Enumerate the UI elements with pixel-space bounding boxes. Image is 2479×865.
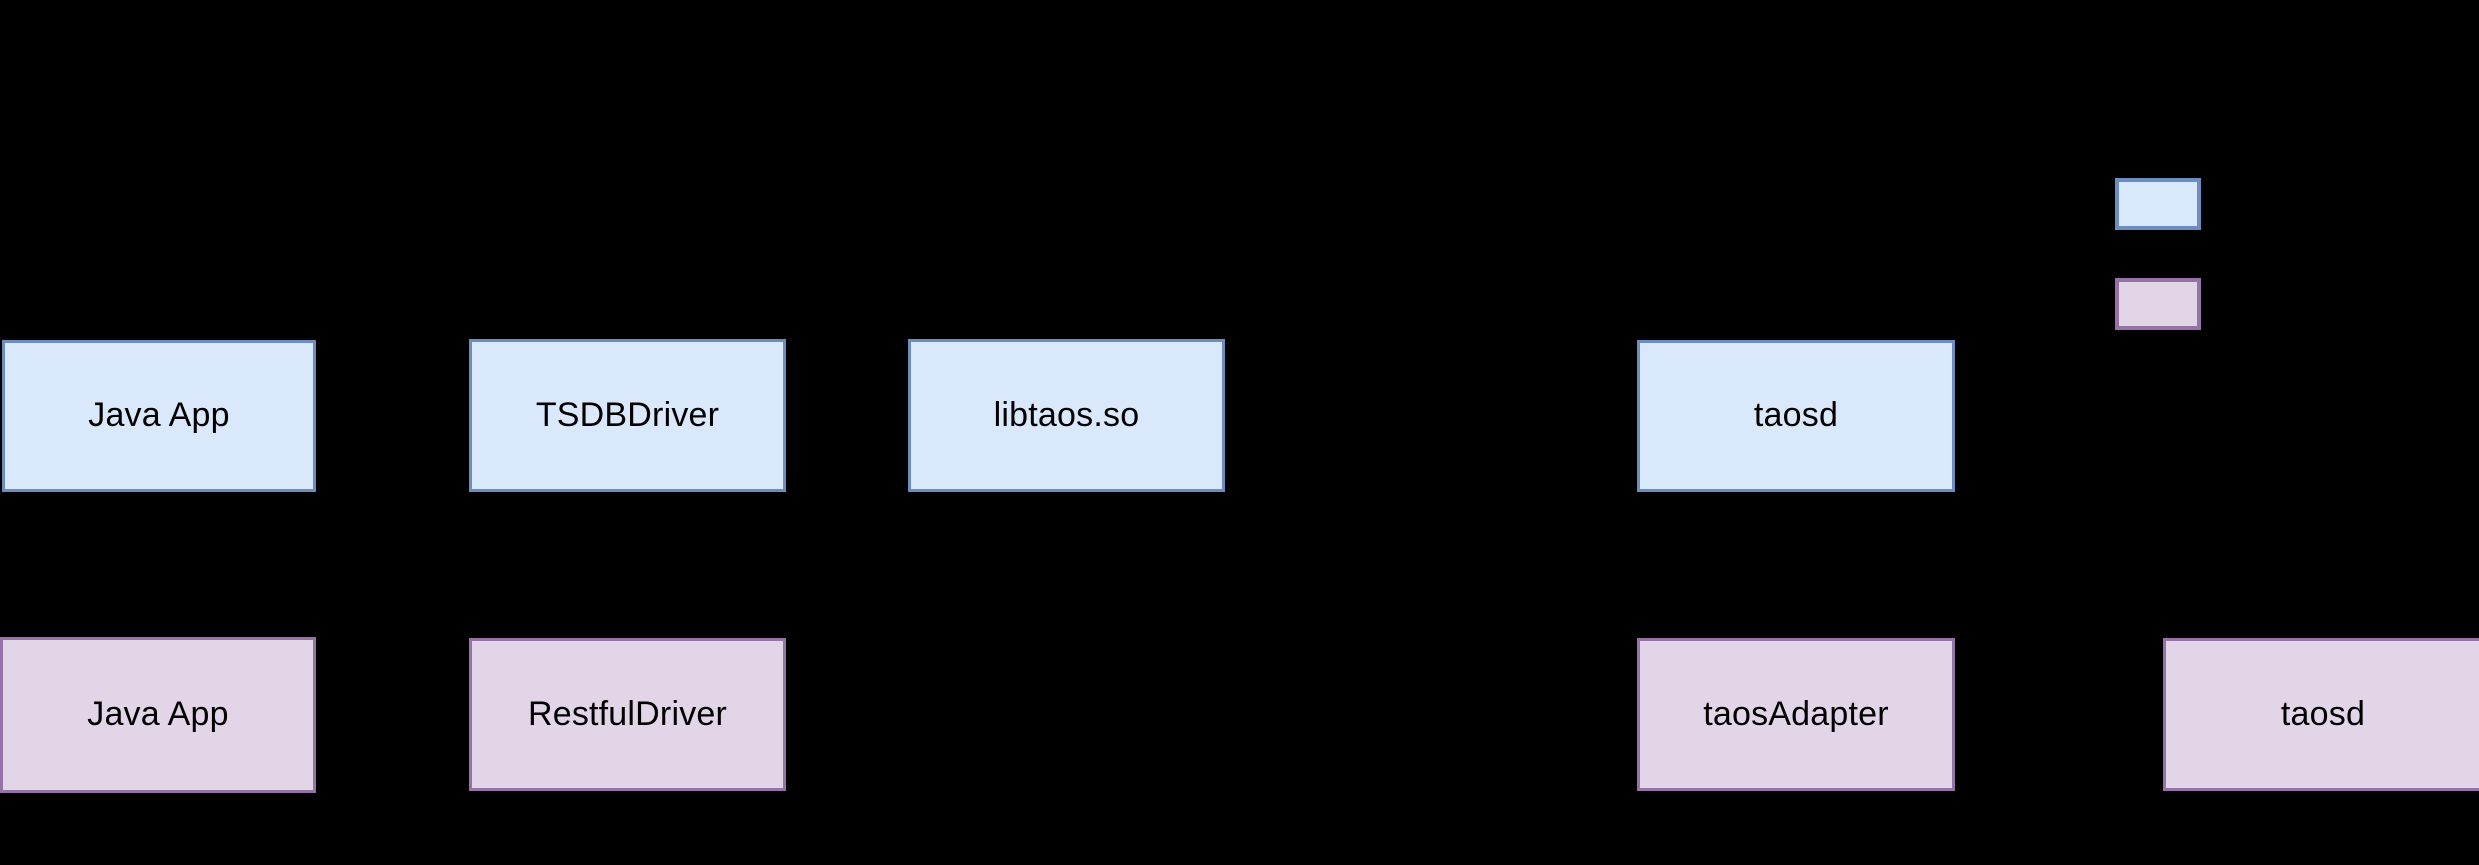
node-label: Java App xyxy=(87,695,229,734)
legend-swatch-pink[interactable] xyxy=(2115,278,2201,330)
conn-javaapp-restfuldriver xyxy=(314,707,471,721)
legend-swatch-blue[interactable] xyxy=(2115,178,2201,230)
conn-javaapp-tsdbdriver xyxy=(314,409,471,423)
node-label: taosd xyxy=(1753,396,1839,435)
node-label: libtaos.so xyxy=(993,395,1140,434)
node-java-app-native[interactable]: Java App xyxy=(2,340,316,492)
node-label: Java App xyxy=(88,396,230,435)
conn-libtaos-taosd xyxy=(1223,409,1639,423)
node-label: RestfulDriver xyxy=(527,694,728,733)
node-taosd-rest[interactable]: taosd xyxy=(2163,638,2479,791)
node-tsdb-driver[interactable]: TSDBDriver xyxy=(469,339,786,492)
node-label: taosd xyxy=(2280,694,2366,733)
node-label: TSDBDriver xyxy=(535,395,720,434)
conn-taosadapter-taosd xyxy=(1953,707,2165,721)
conn-restfuldriver-taosadapter xyxy=(784,707,1639,721)
node-taosd-native[interactable]: taosd xyxy=(1637,340,1955,492)
conn-tsdbdriver-libtaos xyxy=(784,409,910,423)
node-label: taosAdapter xyxy=(1703,694,1889,733)
node-java-app-rest[interactable]: Java App xyxy=(0,637,316,793)
node-libtaos-so[interactable]: libtaos.so xyxy=(908,339,1225,492)
node-taos-adapter[interactable]: taosAdapter xyxy=(1637,638,1955,791)
node-restful-driver[interactable]: RestfulDriver xyxy=(469,638,786,791)
